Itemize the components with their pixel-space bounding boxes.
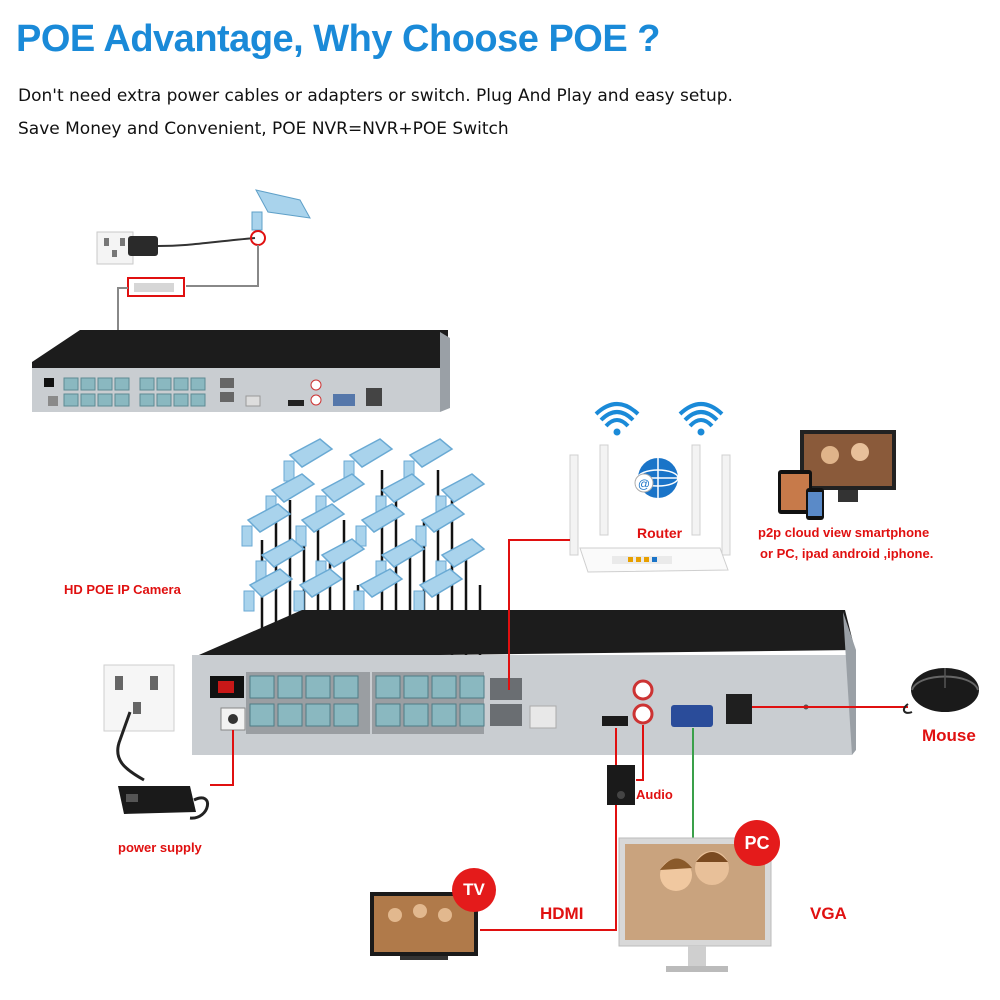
poe-port — [114, 393, 130, 407]
poe-port — [114, 377, 130, 391]
camera-icon — [243, 568, 294, 612]
poe-port — [459, 675, 485, 699]
poe-port — [333, 675, 359, 699]
hdmi-label: HDMI — [540, 904, 584, 923]
poe-port — [173, 393, 189, 407]
power-adapter-icon — [118, 786, 210, 820]
router-label: Router — [637, 525, 683, 541]
camera-icon — [250, 189, 311, 246]
wall-socket-icon — [103, 664, 175, 782]
audio-label: Audio — [636, 787, 673, 802]
poe-port — [277, 703, 303, 727]
p2p-label-line-2: or PC, ipad android ,iphone. — [760, 546, 934, 561]
poe-port — [97, 377, 113, 391]
poe-port — [375, 703, 401, 727]
tablet-icon — [778, 470, 812, 514]
camera-icon — [295, 503, 346, 547]
power-adapter-icon — [128, 236, 256, 256]
monitor-icon — [800, 430, 896, 502]
camera-icon — [355, 503, 406, 547]
svg-text:@: @ — [638, 477, 650, 491]
poe-port — [249, 703, 275, 727]
poe-port — [190, 377, 206, 391]
mouse-label: Mouse — [922, 726, 976, 745]
tv-badge: TV — [452, 868, 496, 912]
poe-port — [156, 377, 172, 391]
poe-port — [375, 675, 401, 699]
poe-port — [173, 377, 189, 391]
poe-port — [80, 377, 96, 391]
camera-label: HD POE IP Camera — [64, 582, 181, 597]
p2p-label-line-1: p2p cloud view smartphone — [758, 525, 930, 540]
camera-icon — [293, 568, 344, 612]
poe-port — [431, 675, 457, 699]
poe-port — [403, 703, 429, 727]
poe-port — [403, 675, 429, 699]
poe-port — [305, 675, 331, 699]
power-supply-label: power supply — [118, 840, 202, 855]
poe-port — [277, 675, 303, 699]
router-icon: @ — [569, 444, 731, 573]
smartphone-icon — [806, 488, 824, 520]
poe-port — [459, 703, 485, 727]
poe-port — [305, 703, 331, 727]
camera-icon — [283, 438, 334, 482]
wall-socket-icon — [96, 231, 134, 265]
poe-port — [139, 393, 155, 407]
poe-port — [63, 393, 79, 407]
main-nvr-ports — [249, 675, 485, 727]
pc-badge: PC — [734, 820, 780, 866]
poe-port — [333, 703, 359, 727]
poe-port — [97, 393, 113, 407]
top-nvr-ports — [63, 377, 206, 407]
vga-label: VGA — [810, 904, 847, 923]
mouse-icon — [902, 668, 979, 714]
poe-port — [431, 703, 457, 727]
poe-port — [80, 393, 96, 407]
top-nvr-rear-io — [220, 378, 382, 407]
camera-icon — [413, 568, 464, 612]
camera-icon — [435, 473, 486, 517]
description-line-1: Don't need extra power cables or adapter… — [18, 86, 733, 106]
page-title: POE Advantage, Why Choose POE ? — [16, 18, 660, 60]
poe-port — [190, 393, 206, 407]
poe-port — [249, 675, 275, 699]
camera-icon — [241, 503, 292, 547]
description-line-2: Save Money and Convenient, POE NVR=NVR+P… — [18, 119, 509, 139]
wifi-icon — [678, 402, 724, 436]
camera-cluster — [241, 438, 486, 612]
wifi-icon — [594, 402, 640, 436]
speaker-icon — [607, 765, 635, 805]
poe-port — [63, 377, 79, 391]
poe-port — [139, 377, 155, 391]
poe-port — [156, 393, 172, 407]
